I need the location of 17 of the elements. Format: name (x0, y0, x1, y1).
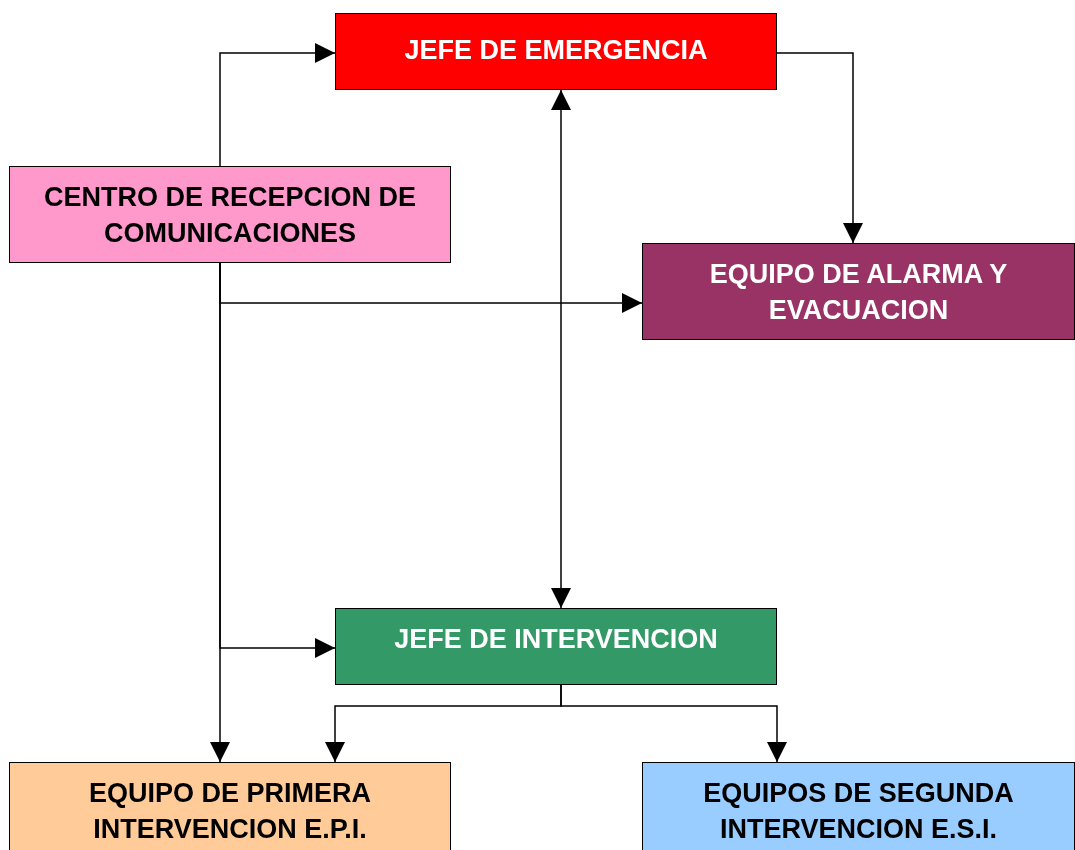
org-box (9, 166, 451, 263)
role-label: CENTRO DE RECEPCION DE COMUNICACIONES (42, 181, 417, 250)
role-label: EQUIPO DE ALARMA Y EVACUACION (708, 258, 1009, 327)
org-box (642, 762, 1075, 850)
role-label: EQUIPO DE PRIMERA INTERVENCION E.P.I. (87, 777, 372, 846)
org-box (335, 13, 777, 90)
org-box (335, 608, 777, 685)
arrow (776, 52, 863, 244)
arrow (551, 89, 571, 609)
arrow (210, 262, 230, 763)
org-box (9, 762, 451, 850)
role-label: JEFE DE EMERGENCIA (404, 34, 708, 67)
arrow (219, 43, 336, 167)
arrow (560, 684, 787, 763)
role-label: EQUIPOS DE SEGUNDA INTERVENCION E.S.I. (702, 777, 1015, 846)
role-label: JEFE DE INTERVENCION (394, 623, 718, 656)
org-box (642, 243, 1075, 340)
